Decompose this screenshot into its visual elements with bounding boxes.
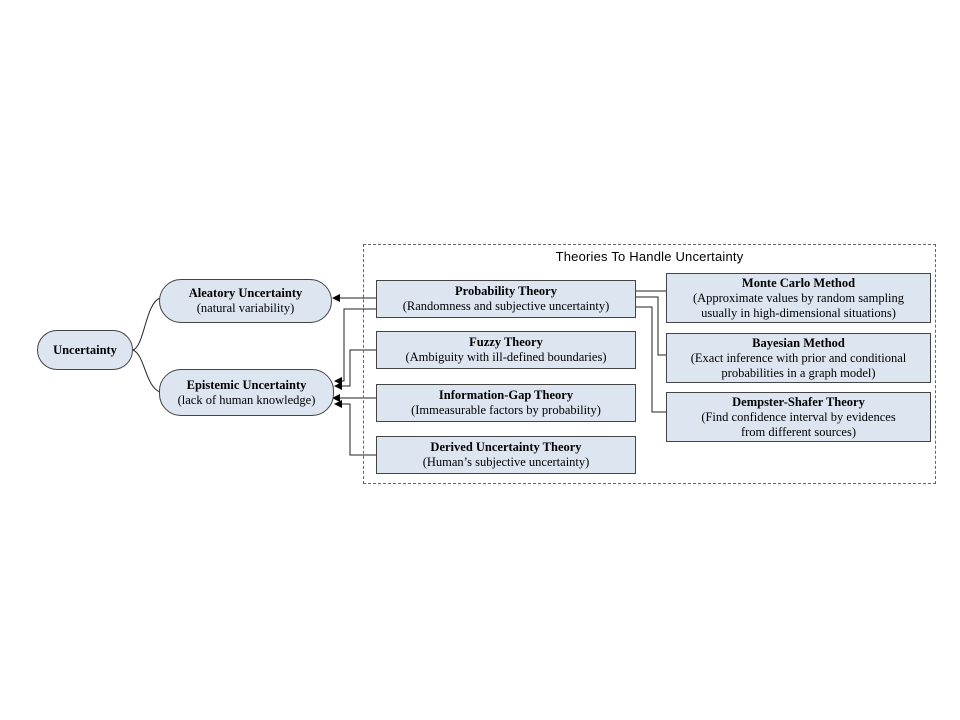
infogap-title: Information-Gap Theory (438, 388, 574, 402)
fuzzy-desc: (Ambiguity with ill-defined boundaries) (405, 350, 607, 364)
infogap-desc: (Immeasurable factors by probability) (411, 403, 601, 417)
monte-carlo-method-box: Monte Carlo Method (Approximate values b… (666, 273, 931, 323)
derived-uncertainty-theory-box: Derived Uncertainty Theory (Human’s subj… (376, 436, 636, 474)
montecarlo-title: Monte Carlo Method (741, 275, 856, 290)
dempster-shafer-theory-box: Dempster-Shafer Theory (Find confidence … (666, 392, 931, 442)
uncertainty-label: Uncertainty (53, 342, 117, 357)
edge-probability-epistemic (334, 308, 376, 385)
aleatory-uncertainty-node: Aleatory Uncertainty (natural variabilit… (159, 279, 332, 323)
probability-title: Probability Theory (455, 284, 557, 298)
information-gap-theory-box: Information-Gap Theory (Immeasurable fac… (376, 384, 636, 422)
montecarlo-desc-1: (Approximate values by random sampling (692, 290, 905, 305)
derived-desc: (Human’s subjective uncertainty) (422, 455, 590, 469)
aleatory-title: Aleatory Uncertainty (188, 286, 303, 300)
probability-theory-box: Probability Theory (Randomness and subje… (376, 280, 636, 318)
epistemic-title: Epistemic Uncertainty (186, 377, 307, 392)
dempster-desc-2: from different sources) (740, 424, 856, 439)
bayesian-desc-1: (Exact inference with prior and conditio… (690, 350, 907, 365)
dempster-title: Dempster-Shafer Theory (732, 394, 865, 409)
epistemic-desc: (lack of human knowledge) (177, 392, 316, 407)
fuzzy-theory-box: Fuzzy Theory (Ambiguity with ill-defined… (376, 331, 636, 369)
frame-title: Theories To Handle Uncertainty (555, 249, 744, 264)
bayesian-title: Bayesian Method (752, 335, 845, 350)
edge-probability-bayesian (636, 296, 666, 356)
bayesian-desc-2: probabilities in a graph model) (721, 365, 876, 380)
derived-title: Derived Uncertainty Theory (430, 440, 582, 454)
montecarlo-desc-2: usually in high-dimensional situations) (701, 305, 896, 320)
fuzzy-title: Fuzzy Theory (469, 335, 543, 349)
theories-frame (363, 244, 936, 484)
edge-root-epistemic (132, 349, 161, 393)
probability-desc: (Randomness and subjective uncertainty) (402, 299, 610, 313)
dempster-desc-1: (Find confidence interval by evidences (701, 409, 896, 424)
uncertainty-node: Uncertainty (37, 330, 133, 370)
edge-probability-dempster (636, 306, 666, 413)
bayesian-method-box: Bayesian Method (Exact inference with pr… (666, 333, 931, 383)
edge-root-aleatory (132, 297, 161, 351)
aleatory-desc: (natural variability) (196, 301, 295, 315)
epistemic-uncertainty-node: Epistemic Uncertainty (lack of human kno… (159, 369, 334, 416)
